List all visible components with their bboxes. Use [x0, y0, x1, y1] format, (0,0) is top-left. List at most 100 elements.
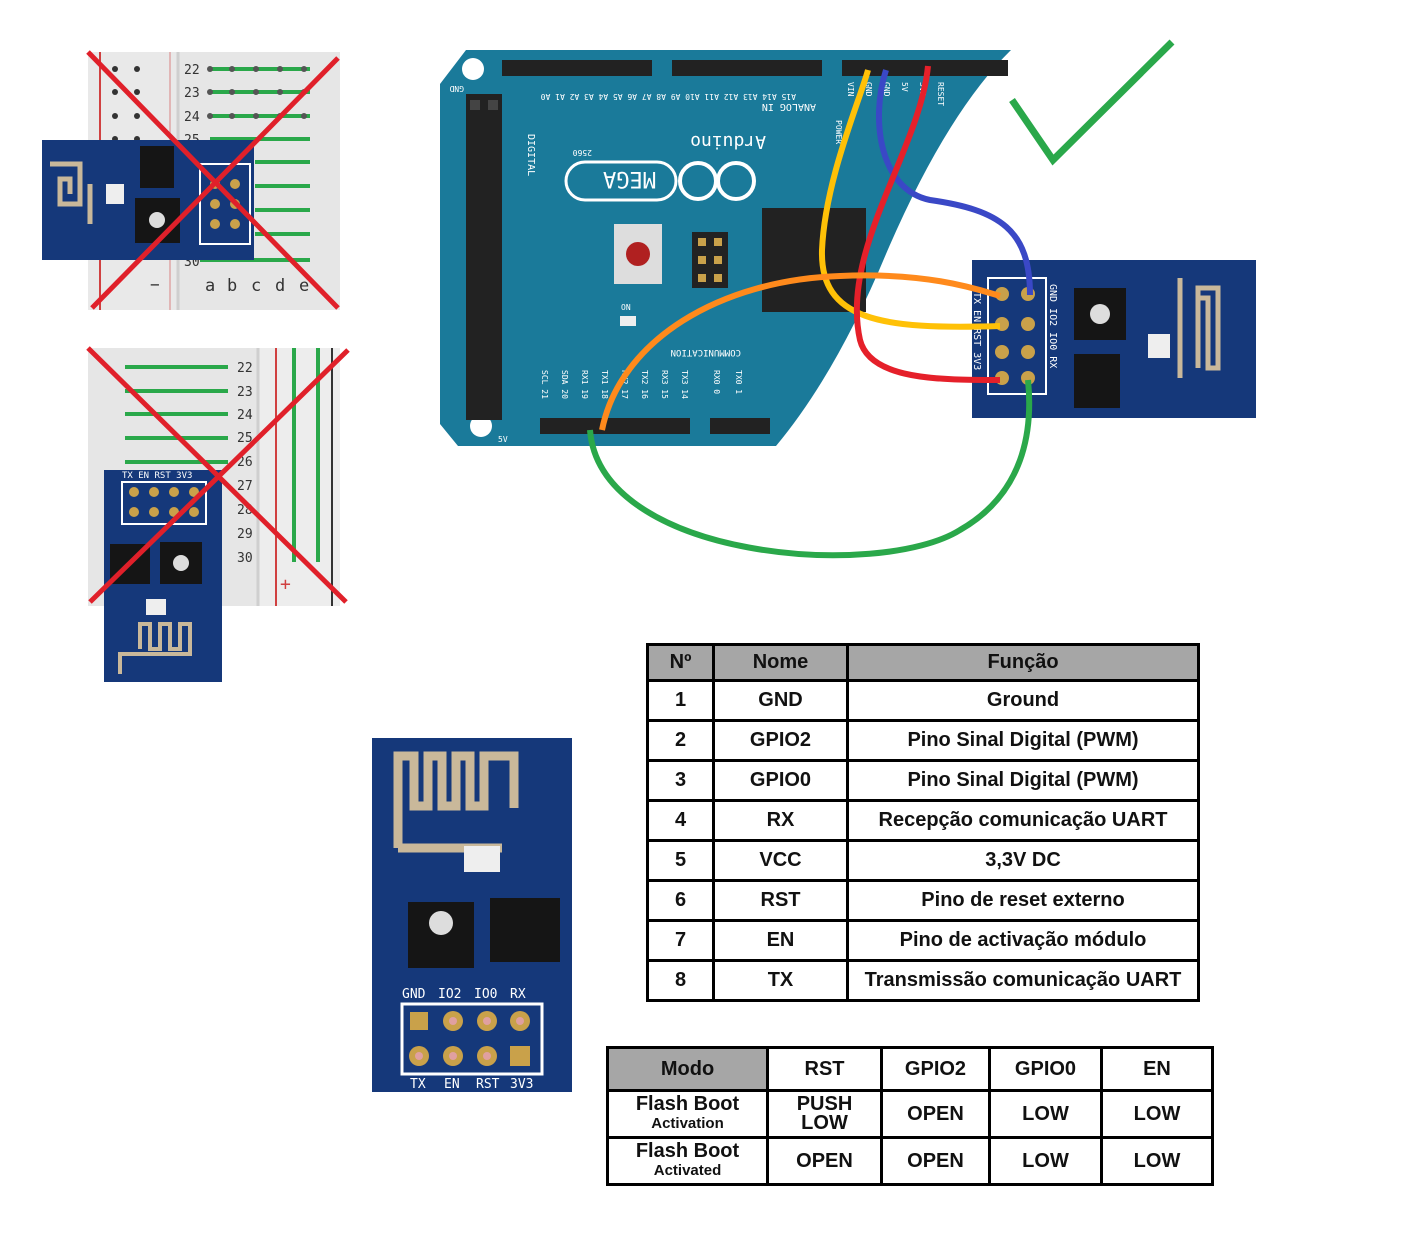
label-tx: TX [410, 1077, 426, 1092]
pin-labels-top: GND IO2 IO0 RX [402, 987, 526, 1002]
svg-text:22: 22 [237, 361, 253, 376]
svg-text:23: 23 [237, 385, 253, 400]
svg-text:GND: GND [882, 82, 891, 97]
arduino-mega-board: A15 A14 A13 A12 A11 A10 A9 A8 A7 A6 A5 A… [440, 50, 1011, 446]
svg-text:RX1 19: RX1 19 [580, 370, 589, 399]
svg-text:23: 23 [184, 86, 200, 101]
wire-yellow [818, 69, 1001, 330]
analog-in-label: ANALOG IN [762, 101, 816, 112]
brand-text: Arduino [690, 131, 766, 152]
svg-text:30: 30 [237, 551, 253, 566]
cell-function: Transmissão comunicação UART [846, 959, 1200, 1002]
header-gpio0: GPIO0 [988, 1046, 1103, 1092]
table-header-row: Modo RST GPIO2 GPIO0 EN [606, 1046, 1214, 1092]
svg-text:+: + [280, 574, 291, 595]
analog-pins-label: A15 A14 A13 A12 A11 A10 A9 A8 A7 A6 A5 A… [541, 92, 796, 101]
svg-text:RX3 15: RX3 15 [660, 370, 669, 399]
esp01-pinout-module: GND IO2 IO0 RX TX EN RST 3V3 [372, 738, 572, 1092]
power-label: POWER [834, 120, 843, 144]
svg-text:25: 25 [237, 431, 253, 446]
cell-name: GPIO2 [712, 719, 849, 762]
header-function: Função [846, 643, 1200, 682]
svg-text:TX1 18: TX1 18 [600, 370, 609, 399]
esp01-connected: GND IO2 IO0 RX TX EN RST 3V3 [971, 260, 1256, 418]
header-name: Nome [712, 643, 849, 682]
check-icon [1009, 39, 1175, 166]
svg-text:TX3 14: TX3 14 [680, 370, 689, 399]
svg-text:GND: GND [864, 82, 873, 97]
cell-name: VCC [712, 839, 849, 882]
header-mode: Modo [606, 1046, 769, 1092]
cell-name: RST [712, 879, 849, 922]
svg-text:24: 24 [237, 408, 253, 423]
arduino-logo: MEGA 2560 Arduino [564, 131, 766, 202]
label-rx: RX [510, 987, 526, 1002]
svg-text:SDA 20: SDA 20 [560, 370, 569, 399]
mode-sublabel: Activated [653, 1162, 722, 1179]
svg-text:27: 27 [237, 479, 253, 494]
cell-name: TX [712, 959, 849, 1002]
svg-text:COMMUNICATION: COMMUNICATION [671, 347, 741, 357]
label-io2: IO2 [438, 987, 461, 1002]
pin-labels-bottom: TX EN RST 3V3 [410, 1077, 533, 1092]
cell-rst: OPEN [766, 1136, 883, 1186]
cell-gpio2: OPEN [880, 1136, 991, 1186]
cell-number: 2 [646, 719, 715, 762]
wire-green [587, 379, 1033, 559]
cell-function: 3,3V DC [846, 839, 1200, 882]
cell-name: GPIO0 [712, 759, 849, 802]
wiring [587, 39, 1175, 559]
cell-number: 4 [646, 799, 715, 842]
mode-sublabel: Activation [651, 1115, 724, 1132]
svg-text:GND IO2 IO0 RX: GND IO2 IO0 RX [1047, 284, 1058, 368]
svg-text:RX0 0: RX0 0 [712, 370, 721, 394]
svg-text:b: b [227, 276, 237, 296]
cell-function: Pino Sinal Digital (PWM) [846, 719, 1200, 762]
cell-function: Pino de activação módulo [846, 919, 1200, 962]
cell-function: Pino Sinal Digital (PWM) [846, 759, 1200, 802]
svg-text:VIN: VIN [846, 82, 855, 97]
cell-function: Recepção comunicação UART [846, 799, 1200, 842]
table-header-row: Nº Nome Função [646, 643, 1200, 682]
svg-text:26: 26 [237, 455, 253, 470]
svg-text:29: 29 [237, 527, 253, 542]
cell-function: Pino de reset externo [846, 879, 1200, 922]
digital-label: DIGITAL [525, 134, 536, 176]
svg-text:−: − [150, 275, 160, 294]
cell-name: EN [712, 919, 849, 962]
header-rst: RST [766, 1046, 883, 1092]
label-3v3: 3V3 [510, 1077, 533, 1092]
cell-gpio2: OPEN [880, 1089, 991, 1139]
svg-text:GND: GND [449, 84, 464, 93]
cell-number: 3 [646, 759, 715, 802]
cell-number: 8 [646, 959, 715, 1002]
header-gpio2: GPIO2 [880, 1046, 991, 1092]
mode-label: Flash Boot [635, 1093, 740, 1115]
row-label: 22 [184, 63, 200, 78]
cell-gpio0: LOW [988, 1089, 1103, 1139]
wire-red [853, 65, 1001, 383]
mode-label: Flash Boot [635, 1140, 740, 1162]
cell-en: LOW [1100, 1136, 1214, 1186]
cell-number: 6 [646, 879, 715, 922]
header-number: Nº [646, 643, 715, 682]
svg-text:SCL 21: SCL 21 [540, 370, 549, 399]
cell-gpio0: LOW [988, 1136, 1103, 1186]
svg-text:ON: ON [621, 303, 631, 312]
label-en: EN [444, 1077, 460, 1092]
svg-text:5V: 5V [900, 82, 909, 92]
svg-text:TX0 1: TX0 1 [734, 370, 743, 394]
svg-text:5V: 5V [498, 435, 508, 444]
